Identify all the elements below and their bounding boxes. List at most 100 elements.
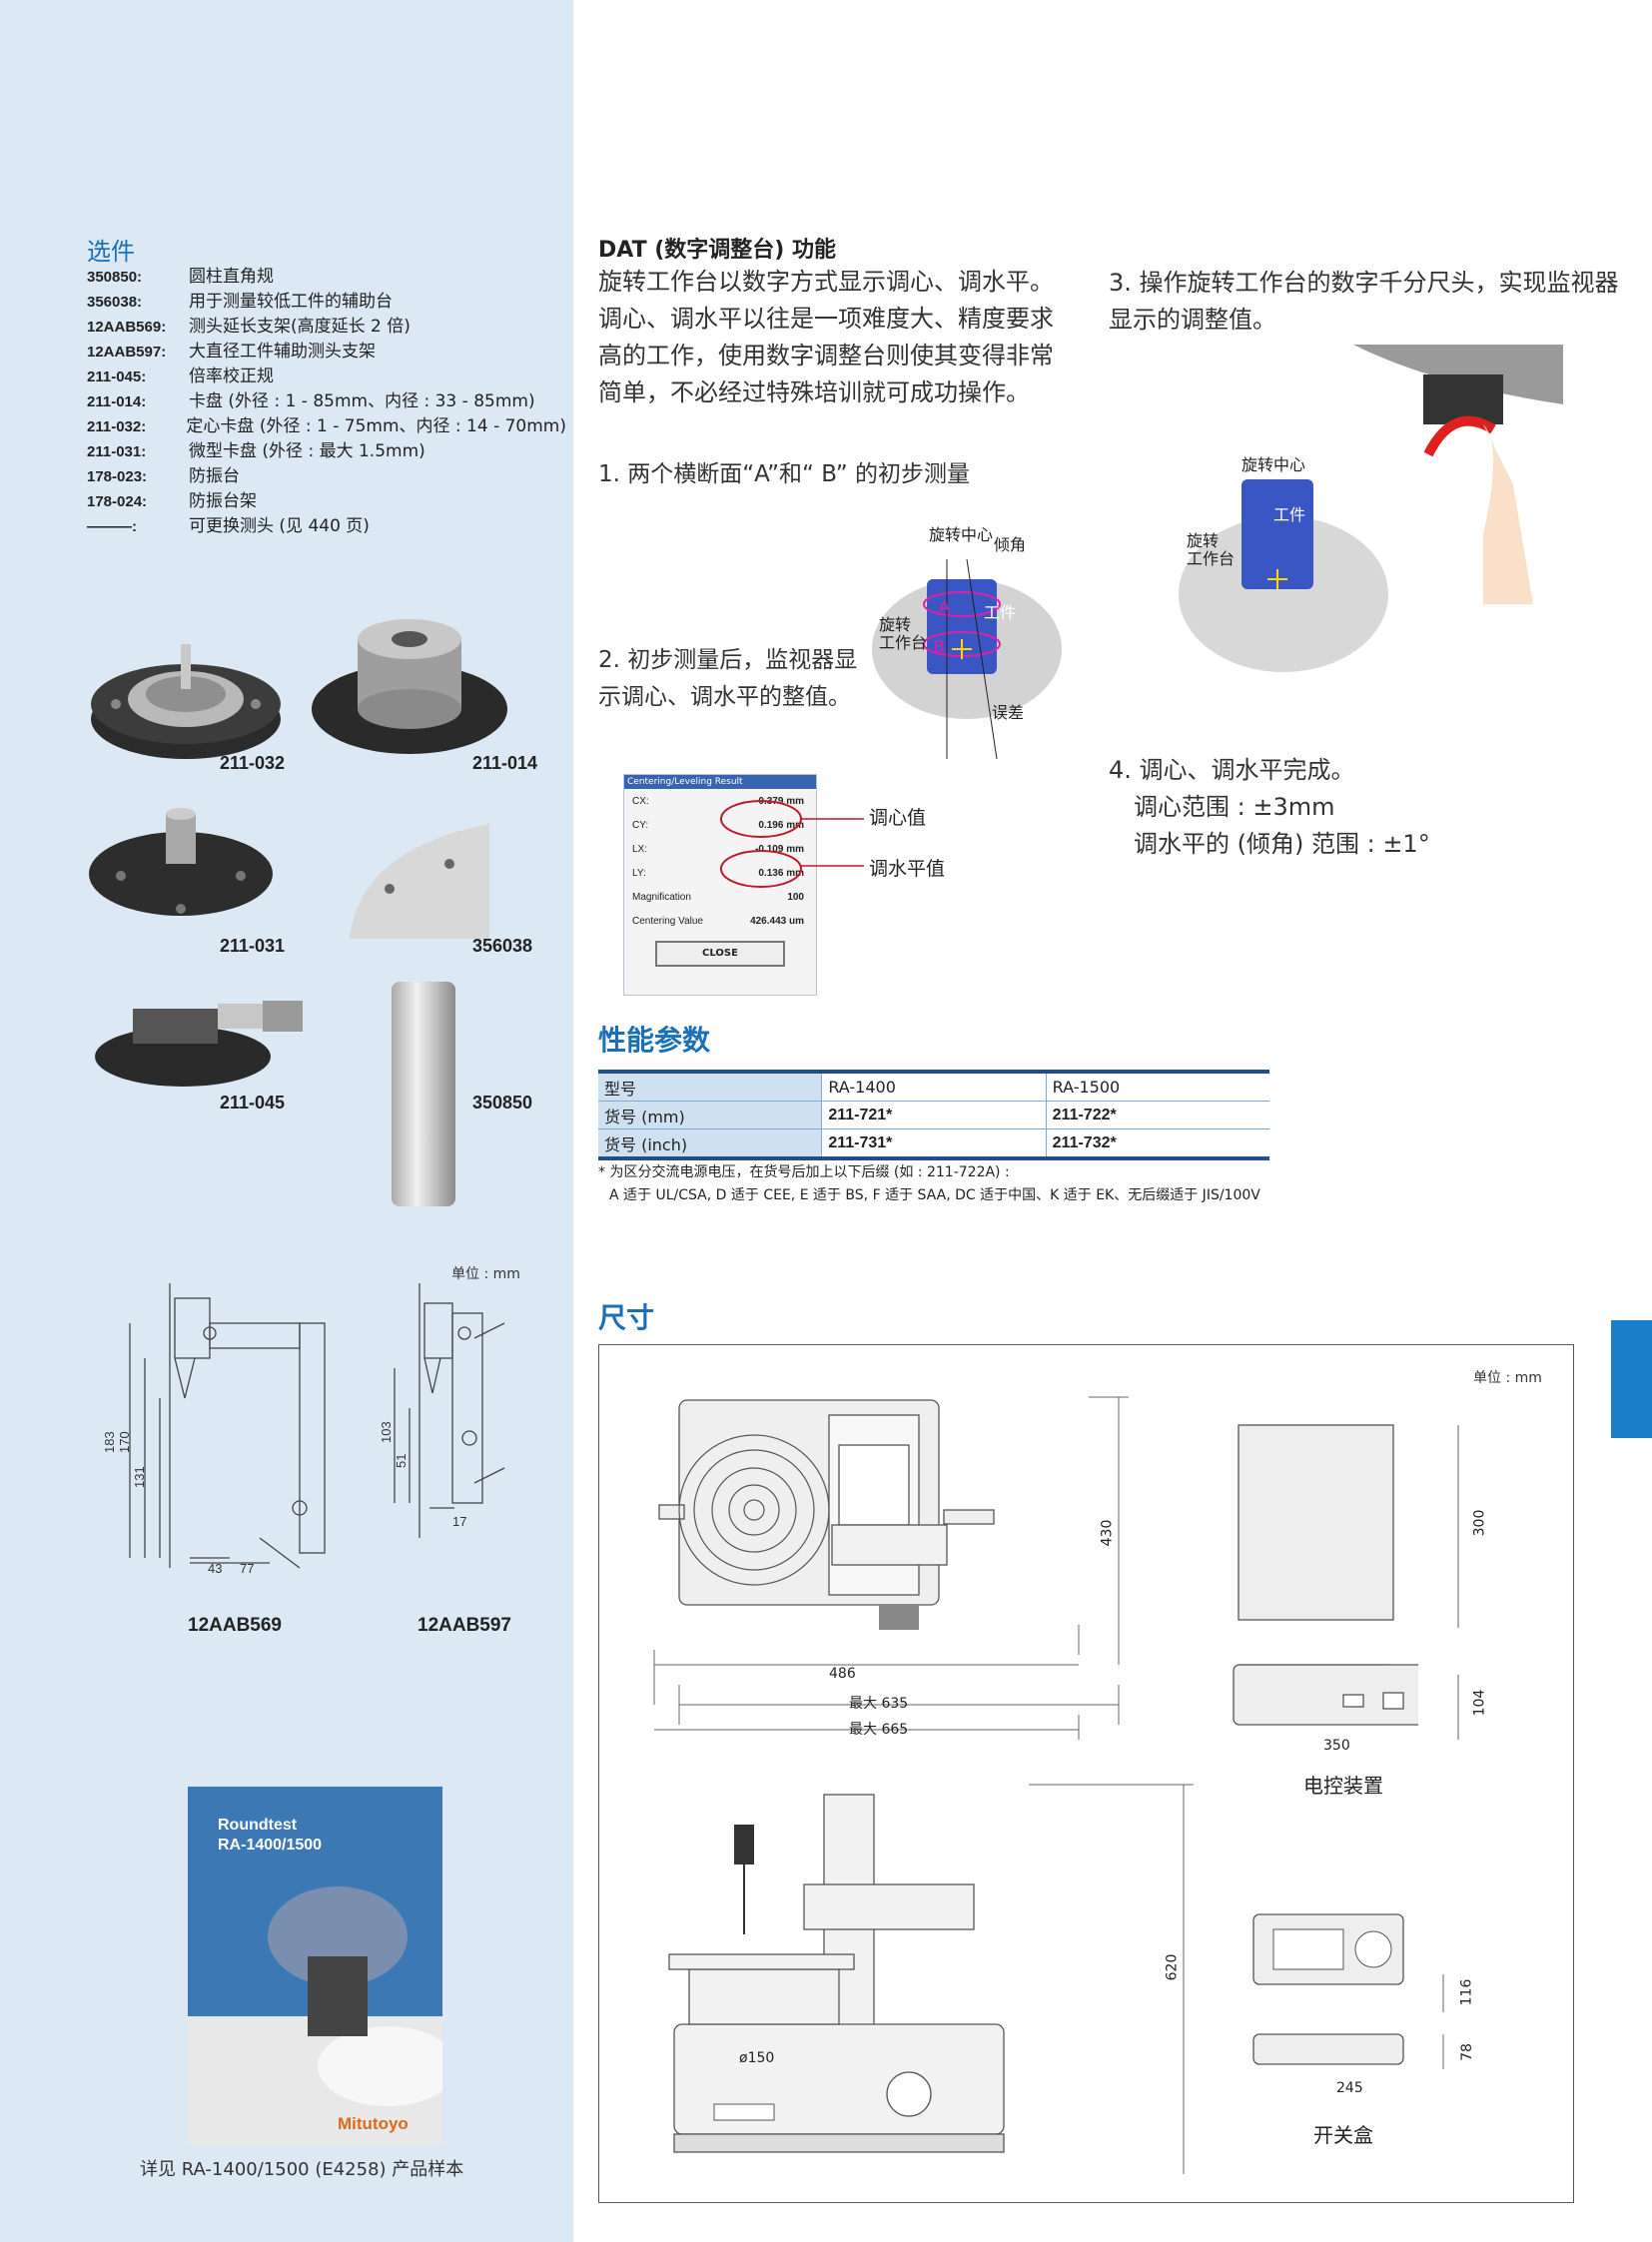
dim-front-h: 620 [1164, 1953, 1181, 1981]
switch-box-caption: 开关盒 [1313, 2123, 1373, 2147]
dim-131: 131 [132, 1466, 147, 1488]
option-code: 211-014: [87, 393, 147, 410]
option-desc: 定心卡盘 (外径 : 1 - 75mm、内径 : 14 - 70mm) [186, 416, 566, 436]
close-button[interactable]: CLOSE [655, 941, 785, 967]
option-row: 178-023:防振台 [87, 464, 566, 489]
panel-row: CX: -0.379 mm [624, 789, 816, 813]
label-centering-value: 调心值 [869, 807, 927, 829]
option-row: 211-031: 微型卡盘 (外径 : 最大 1.5mm) [87, 439, 566, 464]
option-desc: 用于测量较低工件的辅助台 [189, 292, 393, 312]
panel-value: -0.109 mm [755, 843, 804, 855]
dim-sw-h: 116 [1458, 1978, 1475, 2006]
cell-mm-key: 货号 (mm) [598, 1101, 822, 1129]
brochure-cover: Roundtest RA-1400/1500 Mitutoyo [188, 1787, 442, 2146]
table-row: 货号 (mm) 211-721* 211-722* [598, 1101, 1269, 1129]
option-code: 356038: [87, 294, 143, 311]
result-callouts [720, 800, 864, 888]
panel-key: LY: [632, 867, 646, 879]
option-desc: 可更换测头 (见 440 页) [189, 516, 370, 536]
option-row: ———:可更换测头 (见 440 页) [87, 514, 566, 539]
panel-value: 0.196 mm [758, 819, 804, 831]
probe-holder-12AAB569-drawing: 183 170 131 43 77 [102, 1283, 326, 1576]
label-rot-center-2: 旋转中心 [1241, 455, 1306, 474]
dim-183: 183 [102, 1431, 117, 1453]
option-row: 211-045: 倍率校正规 [87, 365, 566, 389]
drawing-unit: 单位 : mm [451, 1266, 520, 1282]
option-desc: 圆柱直角规 [189, 267, 274, 287]
control-unit-caption: 电控装置 [1303, 1774, 1383, 1798]
dim-170: 170 [117, 1431, 132, 1453]
cell-inch-a: 211-731* [821, 1128, 1047, 1160]
label-211-032: 211-032 [220, 753, 286, 773]
panel-value: 100 [787, 891, 804, 903]
performance-title: 性能参数 [598, 1024, 711, 1057]
option-code: 350850: [87, 269, 143, 286]
dimensions-title: 尺寸 [598, 1301, 655, 1334]
dat-body: 旋转工作台以数字方式显示调心、调水平。调心、调水平以往是一项难度大、精度要求高的… [598, 268, 1054, 406]
panel-key: Centering Value [632, 915, 703, 927]
section-tab-marker [1611, 1320, 1652, 1438]
option-row: 211-014: 卡盘 (外径 : 1 - 85mm、内径 : 33 - 85mm… [87, 389, 566, 414]
dim-top-w: 486 [829, 1666, 856, 1682]
rotary-table-illustration [872, 559, 1062, 759]
cell-model-a: RA-1400 [821, 1070, 1047, 1102]
cell-model-b: RA-1500 [1045, 1070, 1269, 1102]
panel-row: LY:0.136 mm [624, 861, 816, 885]
label-12AAB597: 12AAB597 [417, 1615, 511, 1636]
dim-ctrl-h2: 104 [1471, 1689, 1488, 1717]
panel-value: -0.379 mm [755, 795, 804, 807]
panel-key: CX: [632, 795, 649, 807]
chuck-211-031-image [89, 808, 273, 916]
chuck-211-032-image [91, 644, 281, 759]
cell-inch-b: 211-732* [1045, 1128, 1269, 1160]
option-desc: 微型卡盘 (外径 : 最大 1.5mm) [189, 441, 425, 461]
dimensions-unit: 单位 : mm [1473, 1370, 1542, 1386]
cell-model-key: 型号 [598, 1070, 822, 1102]
option-row: 356038: 用于测量较低工件的辅助台 [87, 290, 566, 315]
cell-inch-key: 货号 (inch) [598, 1128, 822, 1160]
dat-step-3: 3. 操作旋转工作台的数字千分尺头，实现监视器显示的调整值。 [1109, 269, 1619, 334]
label-workpiece-2: 工件 [1273, 505, 1306, 524]
dimension-lines [653, 1396, 1459, 2174]
chuck-211-014-image [312, 619, 507, 754]
panel-row: CY: 0.196 mm [624, 813, 816, 837]
option-code: 211-031: [87, 443, 147, 460]
dim-top-w3: 最大 665 [849, 1722, 909, 1738]
machine-front-view [668, 1794, 1005, 2153]
dim-43: 43 [208, 1561, 222, 1576]
brochure-title-2: RA-1400/1500 [218, 1837, 323, 1854]
dat-step-1: 1. 两个横断面“A”和“ B” 的初步测量 [598, 461, 970, 487]
control-unit-front [1233, 1664, 1418, 1726]
label-rot-table-2: 工作台 [879, 633, 928, 652]
performance-note-2: A 适于 UL/CSA, D 适于 CEE, E 适于 BS, F 适于 SAA… [609, 1187, 1260, 1203]
option-row: 12AAB569:测头延长支架(高度延长 2 倍) [87, 315, 566, 340]
dat-title: DAT (数字调整台) 功能 [598, 238, 837, 263]
brochure-brand: Mitutoyo [338, 2114, 409, 2133]
option-code: 12AAB597: [87, 344, 167, 361]
label-workpiece: 工件 [984, 603, 1017, 622]
switch-box-drawing [1252, 1913, 1404, 2065]
panel-key: CY: [632, 819, 649, 831]
option-row: 350850: 圆柱直角规 [87, 265, 566, 290]
label-356038: 356038 [472, 936, 533, 956]
adjustment-illustration [1179, 345, 1563, 672]
panel-key: Magnification [632, 891, 691, 903]
result-panel-header: Centering/Leveling Result [624, 775, 816, 789]
dim-77: 77 [240, 1561, 254, 1576]
label-rot-center: 旋转中心 [929, 525, 994, 544]
cylinder-square-350850-image [392, 982, 455, 1206]
option-desc: 防振台架 [189, 491, 257, 511]
performance-table: 型号 RA-1400 RA-1500 货号 (mm) 211-721* 211-… [598, 1070, 1269, 1160]
dim-front-d: ø150 [739, 2050, 775, 2066]
panel-row: Magnification 100 [624, 885, 816, 909]
magnification-gauge-211-045-image [95, 1001, 303, 1087]
label-cross-a: A [939, 597, 950, 616]
auxiliary-table-356038-image [350, 824, 489, 939]
dat-step-4-title: 4. 调心、调水平完成。 [1109, 756, 1355, 784]
dim-17: 17 [452, 1514, 466, 1529]
option-desc: 卡盘 (外径 : 1 - 85mm、内径 : 33 - 85mm) [189, 391, 535, 411]
option-desc: 倍率校正规 [189, 367, 274, 386]
option-code: 211-045: [87, 369, 147, 385]
